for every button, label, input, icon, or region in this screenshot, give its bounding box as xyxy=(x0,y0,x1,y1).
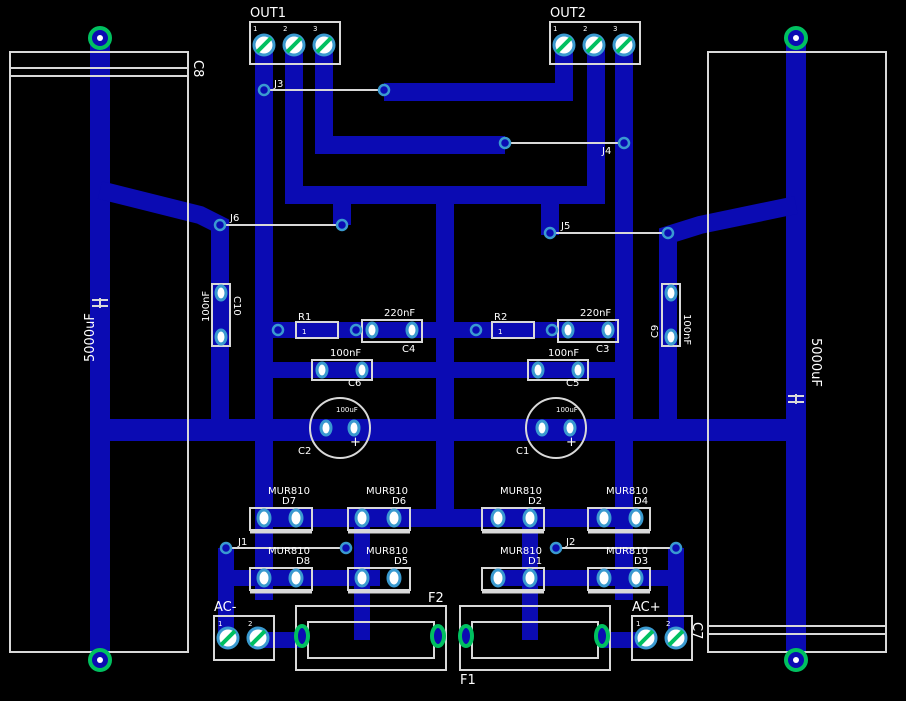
label-mur-d8: MUR810 xyxy=(268,546,310,557)
label-j6: J6 xyxy=(229,213,239,224)
label-c2: C2 xyxy=(298,446,311,457)
svg-text:1: 1 xyxy=(253,25,257,33)
label-r1: R1 xyxy=(298,312,311,323)
label-mur-d6: MUR810 xyxy=(366,486,408,497)
label-c3-val: 220nF xyxy=(580,308,611,319)
label-out1: OUT1 xyxy=(250,6,286,21)
label-mur-d2: MUR810 xyxy=(500,486,542,497)
label-d4: D4 xyxy=(634,496,648,507)
svg-text:+: + xyxy=(350,435,361,450)
label-c4: C4 xyxy=(402,344,415,355)
diode-outlines xyxy=(249,507,651,594)
svg-text:1: 1 xyxy=(636,620,640,628)
label-j2: J2 xyxy=(565,537,575,548)
svg-text:3: 3 xyxy=(613,25,617,33)
label-c9: C9 xyxy=(650,325,661,338)
silkscreen xyxy=(9,21,887,671)
label-d5: D5 xyxy=(394,556,408,567)
svg-text:1: 1 xyxy=(218,620,222,628)
label-j3: J3 xyxy=(273,79,283,90)
label-j1: J1 xyxy=(237,537,247,548)
label-j4: J4 xyxy=(601,146,611,157)
label-c4-val: 220nF xyxy=(384,308,415,319)
label-ac-minus: AC- xyxy=(214,600,237,615)
svg-text:+: + xyxy=(566,435,577,450)
svg-text:2: 2 xyxy=(248,620,252,628)
label-c1: C1 xyxy=(516,446,529,457)
label-c1-val: 100uF xyxy=(556,406,578,414)
copper-traces xyxy=(90,38,806,660)
svg-text:2: 2 xyxy=(666,620,670,628)
labels: OUT1 OUT2 1 2 3 1 2 3 C8 C7 5000uF 5000u… xyxy=(83,6,823,688)
label-d1: D1 xyxy=(528,556,542,567)
label-out2: OUT2 xyxy=(550,6,586,21)
label-c9-val: 100nF xyxy=(681,314,692,345)
label-cap-right: 5000uF xyxy=(808,338,823,387)
label-c6: C6 xyxy=(348,378,361,389)
label-d7: D7 xyxy=(282,496,296,507)
label-c2-val: 100uF xyxy=(336,406,358,414)
label-mur-d3: MUR810 xyxy=(606,546,648,557)
svg-text:3: 3 xyxy=(313,25,317,33)
pads xyxy=(88,26,808,672)
svg-text:1: 1 xyxy=(553,25,557,33)
label-c3: C3 xyxy=(596,344,609,355)
svg-text:1: 1 xyxy=(498,328,502,336)
label-d2: D2 xyxy=(528,496,542,507)
label-mur-d7: MUR810 xyxy=(268,486,310,497)
label-c5: C5 xyxy=(566,378,579,389)
label-c8: C8 xyxy=(190,60,205,77)
label-d8: D8 xyxy=(296,556,310,567)
label-c7: C7 xyxy=(689,622,704,639)
label-d3: D3 xyxy=(634,556,648,567)
label-f2: F2 xyxy=(428,591,444,606)
label-c10-val: 100nF xyxy=(201,291,212,322)
label-c6-val: 100nF xyxy=(330,348,361,359)
label-mur-d5: MUR810 xyxy=(366,546,408,557)
svg-text:2: 2 xyxy=(283,25,287,33)
svg-text:2: 2 xyxy=(583,25,587,33)
label-mur-d4: MUR810 xyxy=(606,486,648,497)
label-ac-plus: AC+ xyxy=(632,600,661,615)
label-cap-left: 5000uF xyxy=(83,313,98,362)
svg-text:1: 1 xyxy=(302,328,306,336)
label-f1: F1 xyxy=(460,673,476,688)
label-mur-d1: MUR810 xyxy=(500,546,542,557)
label-c10: C10 xyxy=(231,296,242,316)
label-c5-val: 100nF xyxy=(548,348,579,359)
label-r2: R2 xyxy=(494,312,507,323)
label-d6: D6 xyxy=(392,496,406,507)
label-j5: J5 xyxy=(560,221,570,232)
